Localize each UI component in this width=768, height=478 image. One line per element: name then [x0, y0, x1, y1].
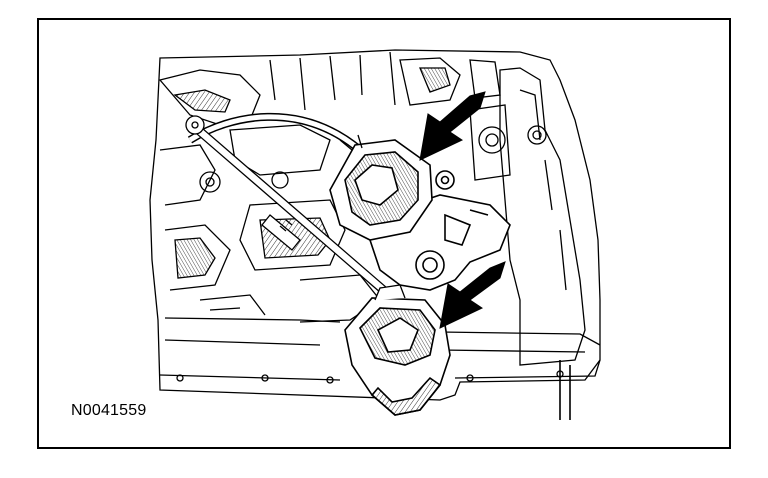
callout-arrow-lower — [439, 261, 506, 329]
shift-cable — [185, 115, 398, 304]
callout-arrow-upper — [419, 91, 486, 161]
lower-connector — [344, 284, 451, 416]
figure-id-label: N0041559 — [71, 402, 147, 419]
upper-connector — [329, 134, 455, 241]
